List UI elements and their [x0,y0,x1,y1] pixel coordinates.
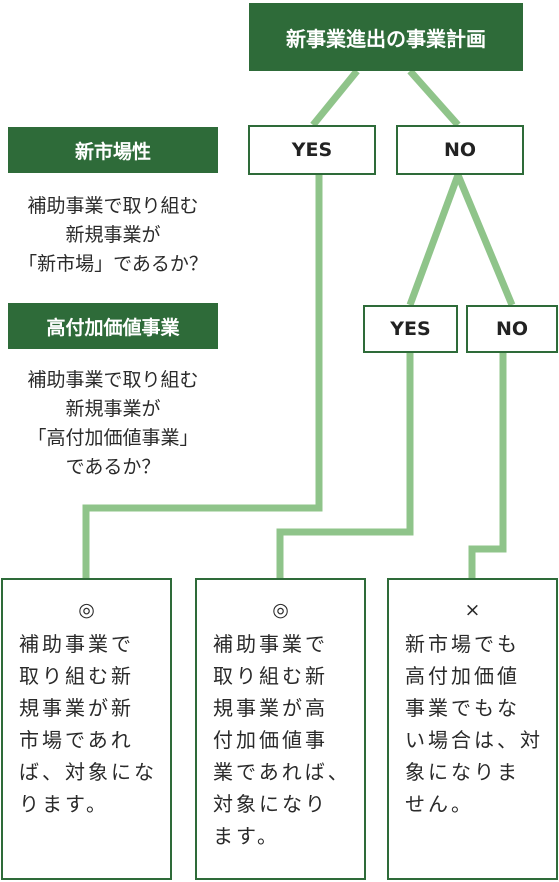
result-line: い場合は、対 [405,728,543,752]
result-line: 象になりま [405,760,520,784]
not-eligible-mark: × [464,599,481,621]
result-eligible-new-market: ◎ 補助事業で 取り組む新 規事業が新 市場であれ ば、対象にな ります。 [1,578,172,880]
connector-no-to-yes2 [406,173,462,307]
connector-yes-to-result-1 [82,175,323,578]
connector-title-to-yes [310,68,360,128]
result-line: 規事業が高 [213,696,328,720]
connector-title-to-no [407,68,461,128]
yes-choice-value: YES [363,305,458,353]
connector-no2-to-result-3 [468,353,507,578]
new-market-label: 新市場性 [8,127,218,173]
result-line: せん。 [405,792,474,816]
high-value-label: 高付加価値事業 [8,303,218,349]
result-line: 取り組む新 [213,664,328,688]
eligible-mark: ◎ [272,599,289,621]
result-line: ます。 [213,824,280,848]
result-line: 事業でもな [405,696,520,720]
result-line: 付加価値事 [213,728,328,752]
result-line: 対象になり [213,792,328,816]
question-line: 新規事業が [65,224,161,246]
high-value-question: 補助事業で取り組む 新規事業が 「高付加価値事業」 であるか？ [0,366,226,482]
result-line: ば、対象にな [19,760,157,784]
no-choice-market: NO [396,125,524,175]
question-line: 補助事業で取り組む [27,369,199,391]
result-line: 市場であれ [19,728,134,752]
no-choice-value: NO [466,305,558,353]
question-line: 補助事業で取り組む [27,195,199,217]
result-line: 補助事業で [213,632,328,656]
connector-no-to-no2 [454,173,516,307]
result-line: 補助事業で [19,632,134,656]
result-eligible-high-value: ◎ 補助事業で 取り組む新 規事業が高 付加価値事 業であれば、 対象になり ま… [195,578,366,880]
question-line: 「新市場」であるか？ [18,253,208,275]
eligible-mark: ◎ [78,599,95,621]
result-line: 取り組む新 [19,664,134,688]
result-line: 規事業が新 [19,696,134,720]
result-line: 業であれば、 [213,760,351,784]
question-line: 「高付加価値事業」 [27,427,199,449]
question-line: 新規事業が [65,398,161,420]
result-line: 高付加価値 [405,664,520,688]
question-line: であるか？ [65,456,161,478]
result-line: 新市場でも [405,632,520,656]
yes-choice-market: YES [248,125,376,175]
result-line: ります。 [19,792,109,816]
new-market-question: 補助事業で取り組む 新規事業が 「新市場」であるか？ [0,192,226,279]
plan-title: 新事業進出の事業計画 [249,3,523,71]
result-not-eligible: × 新市場でも 高付加価値 事業でもな い場合は、対 象になりま せん。 [387,578,558,880]
connector-yes2-to-result-2 [276,353,414,578]
